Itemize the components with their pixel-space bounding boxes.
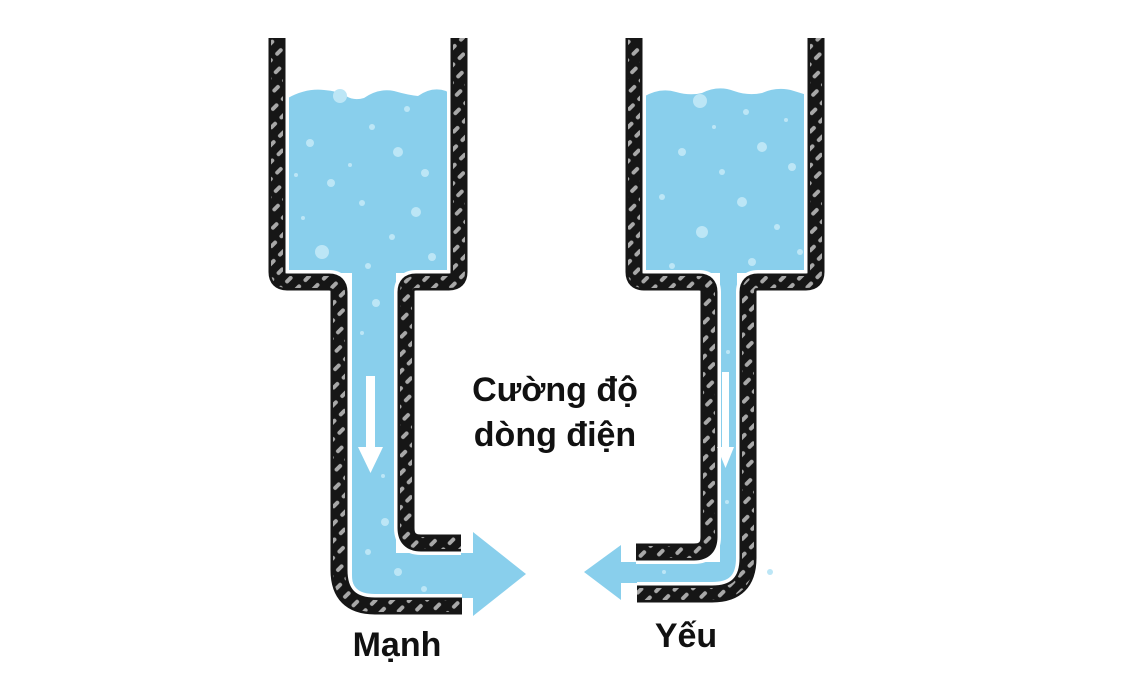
water-left-strong-flow xyxy=(288,89,526,617)
water-right-weak-flow xyxy=(584,88,807,600)
water-bubbles xyxy=(294,89,803,603)
down-arrow-icon-left-pipe xyxy=(358,376,383,473)
internal-flow-arrows xyxy=(358,372,734,473)
wall-hatch-texture xyxy=(271,38,822,612)
down-arrow-icon-right-pipe xyxy=(717,372,734,468)
water-shapes xyxy=(288,88,807,617)
center-caption: Cường độ dòng điện xyxy=(405,368,705,458)
weak-flow-label: Yếu xyxy=(654,617,718,655)
center-caption-line1: Cường độ xyxy=(472,371,638,409)
strong-flow-label: Mạnh xyxy=(352,626,442,664)
center-caption-line2: dòng điện xyxy=(473,416,637,454)
